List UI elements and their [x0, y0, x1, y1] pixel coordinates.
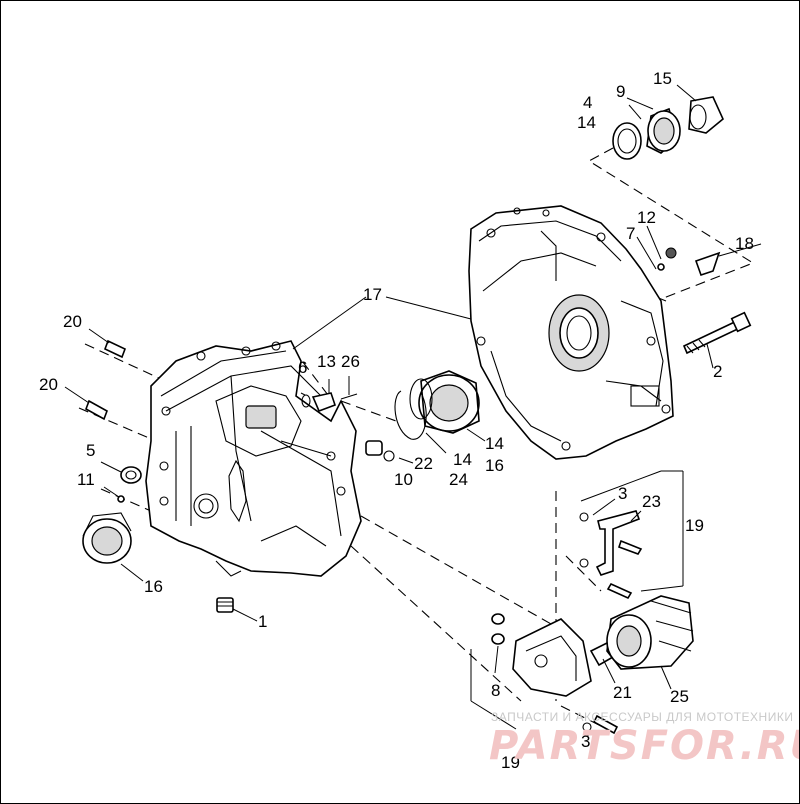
callout-8: 8 [491, 681, 500, 700]
long-bolt [682, 311, 752, 355]
lower-fasteners [582, 714, 619, 735]
callout-15: 15 [653, 69, 672, 88]
callout-16-right: 16 [485, 456, 504, 475]
callout-5: 5 [86, 441, 95, 460]
callout-1: 1 [258, 612, 267, 631]
callout-labels: 1 2 3 3 4 5 6 7 8 9 10 11 12 13 14 14 14… [39, 69, 754, 772]
studs-left [85, 339, 127, 421]
mounting-bracket [579, 510, 643, 600]
callout-16-left: 16 [144, 577, 163, 596]
callout-14-right: 14 [485, 434, 504, 453]
callout-10: 10 [394, 470, 413, 489]
callout-11: 11 [77, 470, 95, 489]
small-fasteners-center [301, 392, 358, 413]
callout-18: 18 [735, 234, 754, 253]
callout-19-lower: 19 [501, 753, 520, 772]
callout-6: 6 [298, 358, 307, 377]
oil-filter-adapter [491, 613, 615, 697]
main-bearing [409, 370, 480, 434]
callout-4: 4 [583, 93, 592, 112]
watermark-caption: ЗАПЧАСТИ И АКСЕССУАРЫ ДЛЯ МОТОТЕХНИКИ [491, 710, 793, 724]
drain-plug [216, 597, 234, 613]
sprocket-bearing-left [82, 512, 132, 564]
pin-and-plate [657, 247, 721, 277]
callout-17: 17 [363, 285, 382, 304]
callout-12: 12 [637, 208, 656, 227]
needle-bearing-left [117, 466, 142, 503]
right-crankcase [468, 205, 674, 460]
seal-and-bearing-stack [612, 96, 724, 160]
callout-9: 9 [616, 82, 625, 101]
callout-2: 2 [713, 362, 722, 381]
watermark: ЗАПЧАСТИ И АКСЕССУАРЫ ДЛЯ МОТОТЕХНИКИ PA… [489, 710, 799, 769]
callout-21: 21 [613, 683, 632, 702]
retaining-ring [394, 390, 427, 440]
callout-7: 7 [626, 224, 635, 243]
oil-filter [606, 595, 694, 670]
left-crankcase [145, 340, 362, 577]
callout-14-mid: 14 [453, 450, 472, 469]
callout-13: 13 [317, 352, 336, 371]
watermark-logo: PARTSFOR.RU [489, 723, 799, 769]
callout-26: 26 [341, 352, 360, 371]
dowel-and-washer [365, 440, 395, 462]
callout-24: 24 [449, 470, 468, 489]
callout-25: 25 [670, 687, 689, 706]
alignment-lines [78, 147, 755, 727]
leader-lines [64, 84, 762, 736]
callout-19-upper: 19 [685, 516, 704, 535]
callout-20-upper: 20 [63, 312, 82, 331]
callout-14-upper: 14 [577, 113, 596, 132]
callout-3-lower: 3 [581, 732, 590, 751]
callout-22: 22 [414, 454, 433, 473]
callout-3-upper: 3 [618, 484, 627, 503]
callout-23: 23 [642, 492, 661, 511]
callout-20-lower: 20 [39, 375, 58, 394]
